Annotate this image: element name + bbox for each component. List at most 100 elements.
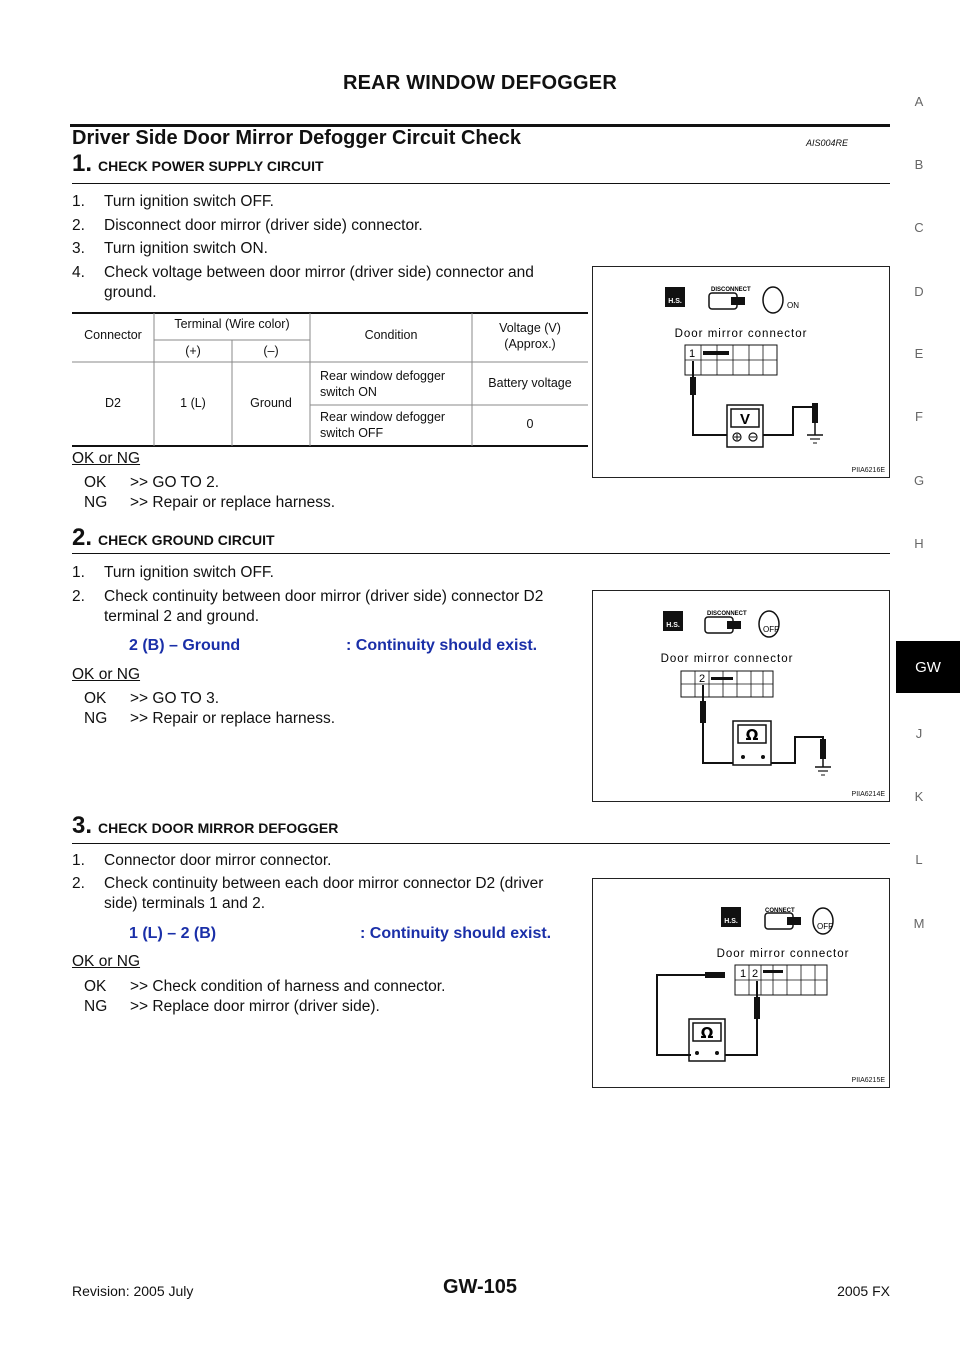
spec-label: 1 (L) – 2 (B): [129, 925, 217, 942]
spec-label: 2 (B) – Ground: [129, 637, 241, 654]
step-number: 3.: [72, 812, 93, 839]
sidebar-letter: E: [914, 346, 924, 361]
table-header-terminal: Terminal (Wire color): [174, 317, 290, 331]
sidebar-active-tab: GW: [896, 641, 960, 693]
table-cell-voltage-off: 0: [526, 417, 534, 431]
ohmmeter-icon: [688, 1018, 726, 1062]
list-item: 1.Turn ignition switch OFF.: [72, 564, 274, 581]
list-item: 2.Disconnect door mirror (driver side) c…: [72, 217, 423, 234]
section-title: Driver Side Door Mirror Defogger Circuit…: [72, 127, 521, 149]
probe-minus-icon: [820, 739, 826, 759]
result-ng: NG>> Replace door mirror (driver side).: [84, 998, 380, 1015]
minus-terminal-icon: [748, 432, 758, 442]
table-cell-connector: D2: [105, 396, 121, 410]
page-number: GW-105: [442, 1276, 518, 1298]
list-item: 2.Check continuity between each door mir…: [72, 875, 544, 912]
voltmeter-icon: [726, 404, 764, 448]
step-divider: [72, 843, 890, 844]
meter-symbol: V: [740, 411, 750, 428]
sidebar-letter: M: [913, 916, 925, 931]
terminal-number: 1: [689, 348, 695, 360]
sidebar-letter: H: [914, 536, 924, 551]
probe-a-icon: [705, 972, 725, 978]
step-divider: [72, 183, 890, 184]
spec-value: : Continuity should exist.: [346, 637, 538, 654]
ignition-state-label: ON: [787, 301, 799, 310]
list-item: 4.Check voltage between door mirror (dri…: [72, 264, 534, 301]
step-number: 1.: [72, 150, 93, 177]
probe-plus-icon: [690, 377, 696, 395]
step-title: CHECK POWER SUPPLY CIRCUIT: [98, 158, 324, 174]
figure-code: PIIA6216E: [851, 467, 885, 474]
defogger-diagram: H.S. CONNECT OFF Door mirror connector 1…: [656, 907, 850, 1062]
probe-minus-icon: [812, 403, 818, 423]
hs-badge-icon: [721, 907, 741, 927]
connector-action-label: DISCONNECT: [707, 611, 747, 617]
page-title: REAR WINDOW DEFOGGER: [343, 72, 617, 94]
ignition-state-label: OFF: [763, 625, 779, 634]
step-2-heading: 2. CHECK GROUND CIRCUIT: [72, 524, 275, 552]
figure-defogger-check: H.S. CONNECT OFF Door mirror connector 1…: [592, 878, 890, 1088]
hs-badge-text: H.S.: [666, 622, 680, 629]
list-item: 3.Turn ignition switch ON.: [72, 240, 268, 257]
connector-label: Door mirror connector: [661, 653, 794, 665]
table-cell-minus: Ground: [250, 396, 292, 410]
ok-or-ng-label: OK or NG: [72, 450, 141, 467]
step-title: CHECK GROUND CIRCUIT: [98, 532, 275, 548]
ohmmeter-icon: [732, 720, 772, 766]
connector-label: Door mirror connector: [717, 948, 850, 960]
table-header-voltage: Voltage (V)(Approx.): [499, 321, 561, 351]
table-header-minus: (–): [263, 344, 279, 358]
table-rules: [72, 312, 588, 447]
result-ok: OK>> GO TO 3.: [84, 690, 220, 707]
footer-revision: Revision: 2005 July: [72, 1283, 194, 1299]
figure-code: PIIA6215E: [851, 1077, 885, 1084]
footer-model: 2005 FX: [837, 1283, 890, 1299]
table-header-condition: Condition: [364, 328, 418, 342]
ignition-key-icon: [812, 907, 834, 935]
spec-value: : Continuity should exist.: [360, 925, 552, 942]
section-code: AIS004RE: [806, 138, 849, 148]
probe-b-icon: [754, 997, 760, 1019]
connector-label: Door mirror connector: [675, 328, 808, 340]
sidebar-letter: B: [914, 157, 924, 172]
sidebar-letter: F: [915, 409, 923, 424]
list-item: 1.Connector door mirror connector.: [72, 852, 332, 869]
sidebar-letter: A: [914, 94, 924, 109]
sidebar-letter: C: [914, 220, 924, 235]
result-ok: OK>> GO TO 2.: [84, 474, 220, 491]
ground-diagram: H.S. DISCONNECT OFF Door mirror connecto…: [661, 610, 831, 776]
hs-badge-icon: [663, 611, 683, 631]
connector-action-label: CONNECT: [765, 908, 795, 914]
table-cell-voltage-on: Battery voltage: [488, 376, 572, 390]
step-title: CHECK DOOR MIRROR DEFOGGER: [98, 820, 339, 836]
meter-symbol: Ω: [701, 1024, 714, 1042]
ignition-state-label: OFF: [817, 922, 833, 931]
table-cell-plus: 1 (L): [180, 396, 206, 410]
ignition-key-icon: [758, 610, 780, 638]
sidebar-letter: K: [914, 789, 924, 804]
meter-symbol: Ω: [746, 726, 759, 744]
voltage-diagram: H.S. DISCONNECT ON Door mirror connector…: [665, 286, 823, 448]
ok-or-ng-label: OK or NG: [72, 666, 141, 683]
step-number: 2.: [72, 524, 93, 551]
list-item: 1.Turn ignition switch OFF.: [72, 193, 274, 210]
plus-terminal-icon: [732, 432, 742, 442]
terminal-number-a: 1: [740, 968, 746, 980]
title-rule: [70, 124, 890, 127]
result-ok: OK>> Check condition of harness and conn…: [84, 978, 446, 995]
figure-code: PIIA6214E: [851, 791, 885, 798]
hs-badge-text: H.S.: [668, 298, 682, 305]
table-header-connector: Connector: [84, 328, 142, 342]
terminal-number-b: 2: [752, 968, 758, 980]
step-1-heading: 1. CHECK POWER SUPPLY CIRCUIT: [72, 150, 324, 178]
step-3-heading: 3. CHECK DOOR MIRROR DEFOGGER: [72, 812, 338, 840]
result-ng: NG>> Repair or replace harness.: [84, 494, 336, 511]
ignition-key-icon: [762, 286, 784, 314]
list-item: 2.Check continuity between door mirror (…: [72, 588, 544, 625]
figure-ground-check: H.S. DISCONNECT OFF Door mirror connecto…: [592, 590, 890, 802]
table-header-plus: (+): [185, 344, 201, 358]
terminal-number: 2: [699, 673, 705, 685]
step-divider: [72, 553, 890, 554]
